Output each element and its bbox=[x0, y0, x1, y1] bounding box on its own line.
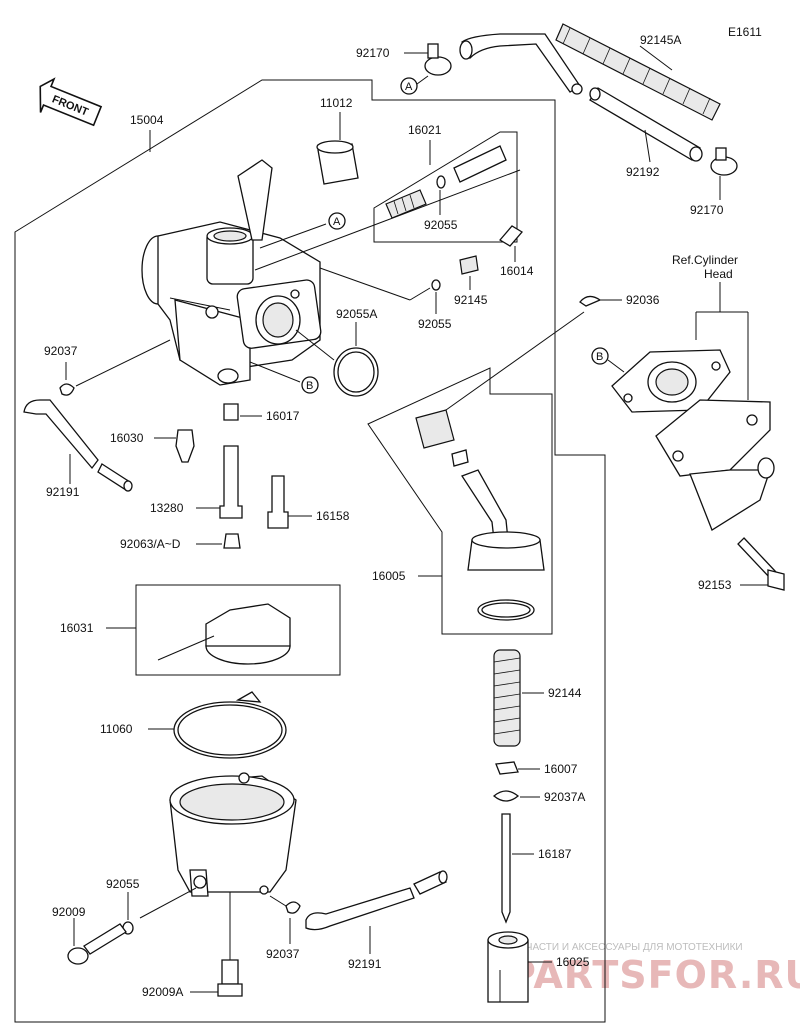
part-16025: 16025 bbox=[556, 955, 590, 969]
bolt-92153 bbox=[737, 537, 785, 591]
part-16017: 16017 bbox=[266, 409, 300, 423]
part-92191-bottom: 92191 bbox=[348, 957, 382, 971]
part-92037A: 92037A bbox=[544, 790, 585, 804]
screw-16021 bbox=[453, 145, 507, 183]
seat-16007 bbox=[495, 761, 519, 775]
part-92009: 92009 bbox=[52, 905, 86, 919]
part-92145: 92145 bbox=[454, 293, 488, 307]
part-92009A: 92009A bbox=[142, 985, 183, 999]
throttle-valve-16025 bbox=[487, 931, 529, 1003]
part-16014: 16014 bbox=[500, 264, 534, 278]
part-11012: 11012 bbox=[320, 96, 353, 110]
float-16031 bbox=[157, 603, 291, 665]
spring-92145A bbox=[555, 23, 721, 121]
clip-92036 bbox=[579, 295, 602, 307]
part-16021: 16021 bbox=[408, 123, 442, 137]
part-92055-a: 92055 bbox=[424, 218, 458, 232]
spring-16021 bbox=[385, 189, 427, 219]
part-92037-bottom: 92037 bbox=[266, 947, 300, 961]
watermark-brand: PARTSFOR.RU bbox=[508, 953, 800, 997]
cap-11012 bbox=[316, 140, 359, 185]
ref-note-line2: Head bbox=[704, 267, 733, 281]
ref-note-line1: Ref.Cylinder bbox=[672, 253, 738, 267]
jet-16158 bbox=[267, 475, 289, 529]
screw-92009A bbox=[217, 959, 243, 997]
intake-flange bbox=[611, 349, 731, 413]
part-92192: 92192 bbox=[626, 165, 660, 179]
diagram-code: E1611 bbox=[728, 25, 762, 39]
part-16030: 16030 bbox=[110, 431, 144, 445]
group-16021 bbox=[373, 131, 518, 243]
callout-b-carb: B bbox=[306, 380, 313, 392]
clip-92037-bottom bbox=[285, 901, 301, 914]
front-arrow-icon: FRONT bbox=[39, 77, 103, 127]
clamp-92170-top bbox=[424, 43, 452, 76]
spring-92144 bbox=[493, 649, 521, 747]
cylinder-head-stub bbox=[655, 399, 775, 531]
part-11060: 11060 bbox=[100, 722, 133, 736]
part-92170-right: 92170 bbox=[690, 203, 724, 217]
jet-16017 bbox=[223, 403, 239, 421]
part-92055-c: 92055 bbox=[106, 877, 140, 891]
watermark-tagline: ЗАПЧАСТИ И АКСЕССУАРЫ ДЛЯ МОТОТЕХНИКИ bbox=[506, 942, 743, 953]
part-92170-top: 92170 bbox=[356, 46, 390, 60]
part-92144: 92144 bbox=[548, 686, 582, 700]
group-16005 bbox=[367, 367, 553, 635]
valve-16030 bbox=[175, 429, 195, 463]
part-16007: 16007 bbox=[544, 762, 578, 776]
part-15004: 15004 bbox=[130, 113, 164, 127]
hose-92192 bbox=[459, 33, 703, 162]
spring-92145 bbox=[459, 255, 479, 275]
part-92036: 92036 bbox=[626, 293, 660, 307]
clamp-92170-right bbox=[710, 147, 738, 176]
part-16187: 16187 bbox=[538, 847, 572, 861]
callout-a-carb: A bbox=[333, 216, 341, 228]
part-92063: 92063/A~D bbox=[120, 537, 181, 551]
jet-92063 bbox=[223, 533, 241, 549]
assembly-frame bbox=[14, 79, 606, 1023]
adjuster-16005 bbox=[415, 409, 545, 621]
part-16031: 16031 bbox=[60, 621, 94, 635]
part-92191-left: 92191 bbox=[46, 485, 80, 499]
carburetor-body bbox=[141, 159, 521, 386]
part-92153: 92153 bbox=[698, 578, 732, 592]
part-92055-b: 92055 bbox=[418, 317, 452, 331]
clip-92037A bbox=[492, 790, 520, 802]
clip-92037-left bbox=[59, 383, 75, 396]
screw-92009 bbox=[67, 923, 127, 965]
part-92055A: 92055A bbox=[336, 307, 377, 321]
screw-16014 bbox=[499, 225, 523, 247]
part-16158: 16158 bbox=[316, 509, 350, 523]
hose-92191-bottom bbox=[305, 870, 448, 931]
callout-b-flange: B bbox=[596, 351, 603, 363]
hose-92191-left bbox=[23, 399, 133, 492]
tube-13280 bbox=[219, 445, 243, 519]
part-13280: 13280 bbox=[150, 501, 184, 515]
part-16005: 16005 bbox=[372, 569, 406, 583]
part-92145A: 92145A bbox=[640, 33, 681, 47]
float-bowl bbox=[169, 772, 297, 897]
needle-16187 bbox=[501, 813, 511, 924]
callout-a-top: A bbox=[405, 81, 413, 93]
part-92037-left: 92037 bbox=[44, 344, 78, 358]
group-16031 bbox=[135, 584, 341, 676]
